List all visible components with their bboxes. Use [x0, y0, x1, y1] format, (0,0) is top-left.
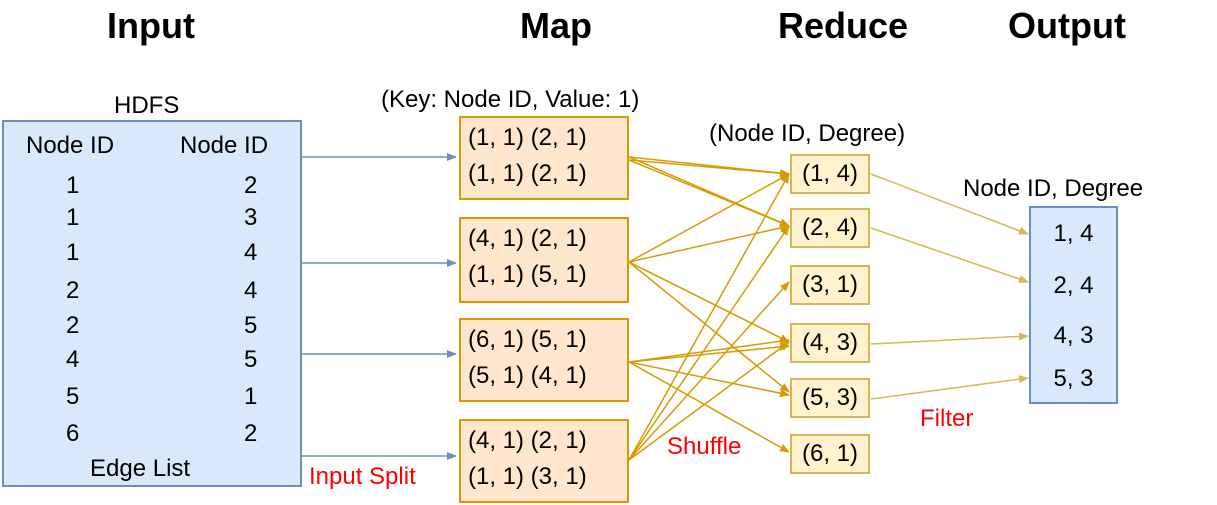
- output-arrow: [870, 332, 1029, 345]
- edge-src: 1: [66, 204, 80, 231]
- edge-src: 2: [66, 277, 80, 304]
- edge-dst: 5: [244, 312, 258, 339]
- edge-dst: 4: [244, 239, 258, 266]
- output-row: 1, 4: [1053, 220, 1094, 247]
- output-arrow: [870, 375, 1029, 400]
- edge-src: 1: [66, 172, 80, 199]
- edge-src: 1: [66, 239, 80, 266]
- input-split-annotation: Input Split: [309, 463, 416, 490]
- edge-dst: 2: [244, 420, 258, 447]
- shuffle-arrow: [628, 159, 790, 178]
- edge-src: 4: [66, 346, 80, 373]
- map-caption: (Key: Node ID, Value: 1): [381, 86, 640, 113]
- map-pair-line: (1, 1) (2, 1): [468, 160, 587, 187]
- output-row: 2, 4: [1053, 272, 1094, 299]
- shuffle-arrow: [628, 225, 790, 461]
- map-pair-line: (4, 1) (2, 1): [468, 225, 587, 252]
- edge-dst: 2: [244, 172, 258, 199]
- output-arrows: [870, 173, 1029, 400]
- output-row: 4, 3: [1053, 322, 1094, 349]
- shuffle-arrows: [628, 156, 790, 461]
- col-header-right: Node ID: [180, 132, 269, 159]
- map-box-1: (1, 1) (2, 1) (1, 1) (2, 1): [459, 116, 629, 200]
- shuffle-arrow: [628, 341, 790, 461]
- map-pair-line: (4, 1) (2, 1): [468, 427, 587, 454]
- col-header-left: Node ID: [26, 132, 115, 159]
- reduce-caption: (Node ID, Degree): [709, 120, 906, 147]
- edge-src: 5: [66, 383, 80, 410]
- output-arrow: [870, 227, 1029, 283]
- map-pair-line: (5, 1) (4, 1): [468, 362, 587, 389]
- shuffle-arrow: [628, 361, 790, 398]
- map-pair-line: (1, 1) (3, 1): [468, 463, 587, 490]
- reduce-box-4: (4, 3): [790, 323, 870, 363]
- reduce-box-5: (5, 3): [790, 378, 870, 418]
- shuffle-arrow: [628, 361, 790, 453]
- edge-list-label: Edge List: [90, 455, 191, 482]
- input-split-arrows: [302, 153, 457, 460]
- reduce-box-1: (1, 4): [790, 154, 870, 194]
- map-box-3: (6, 1) (5, 1) (5, 1) (4, 1): [459, 318, 629, 402]
- output-row: 5, 3: [1053, 365, 1094, 392]
- map-box-2: (4, 1) (2, 1) (1, 1) (5, 1): [459, 217, 629, 303]
- edge-src: 2: [66, 312, 80, 339]
- edge-dst: 4: [244, 277, 258, 304]
- reduce-box-6: (6, 1): [790, 434, 870, 474]
- map-box-4: (4, 1) (2, 1) (1, 1) (3, 1): [459, 419, 629, 503]
- shuffle-arrow: [628, 337, 790, 363]
- edge-dst: 1: [244, 383, 258, 410]
- heading-reduce: Reduce: [778, 5, 909, 46]
- shuffle-annotation: Shuffle: [667, 433, 742, 460]
- output-caption: Node ID, Degree: [963, 175, 1144, 202]
- shuffle-arrow: [628, 173, 790, 263]
- edge-src: 6: [66, 420, 80, 447]
- shuffle-arrow: [628, 159, 790, 227]
- heading-map: Map: [520, 5, 592, 46]
- map-pair-line: (1, 1) (2, 1): [468, 124, 587, 151]
- map-pair-line: (1, 1) (5, 1): [468, 261, 587, 288]
- edge-dst: 5: [244, 346, 258, 373]
- shuffle-arrow: [628, 342, 790, 363]
- hdfs-title: HDFS: [114, 92, 180, 119]
- reduce-box-3: (3, 1): [790, 265, 870, 305]
- shuffle-arrow: [628, 173, 790, 461]
- map-pair-line: (6, 1) (5, 1): [468, 326, 587, 353]
- hdfs-box: Node ID Node ID 1 2 1 3 1 4 2 4 2 5 4 5 …: [2, 120, 302, 487]
- shuffle-arrow: [628, 281, 790, 461]
- shuffle-arrow: [628, 261, 790, 343]
- edge-dst: 3: [244, 204, 258, 231]
- shuffle-arrow: [628, 261, 790, 393]
- shuffle-arrow: [628, 224, 790, 263]
- output-arrow: [870, 173, 1029, 235]
- heading-output: Output: [1008, 5, 1126, 46]
- filter-annotation: Filter: [920, 405, 974, 432]
- heading-input: Input: [107, 5, 195, 46]
- reduce-box-2: (2, 4): [790, 208, 870, 248]
- output-box: 1, 4 2, 4 4, 3 5, 3: [1029, 206, 1118, 404]
